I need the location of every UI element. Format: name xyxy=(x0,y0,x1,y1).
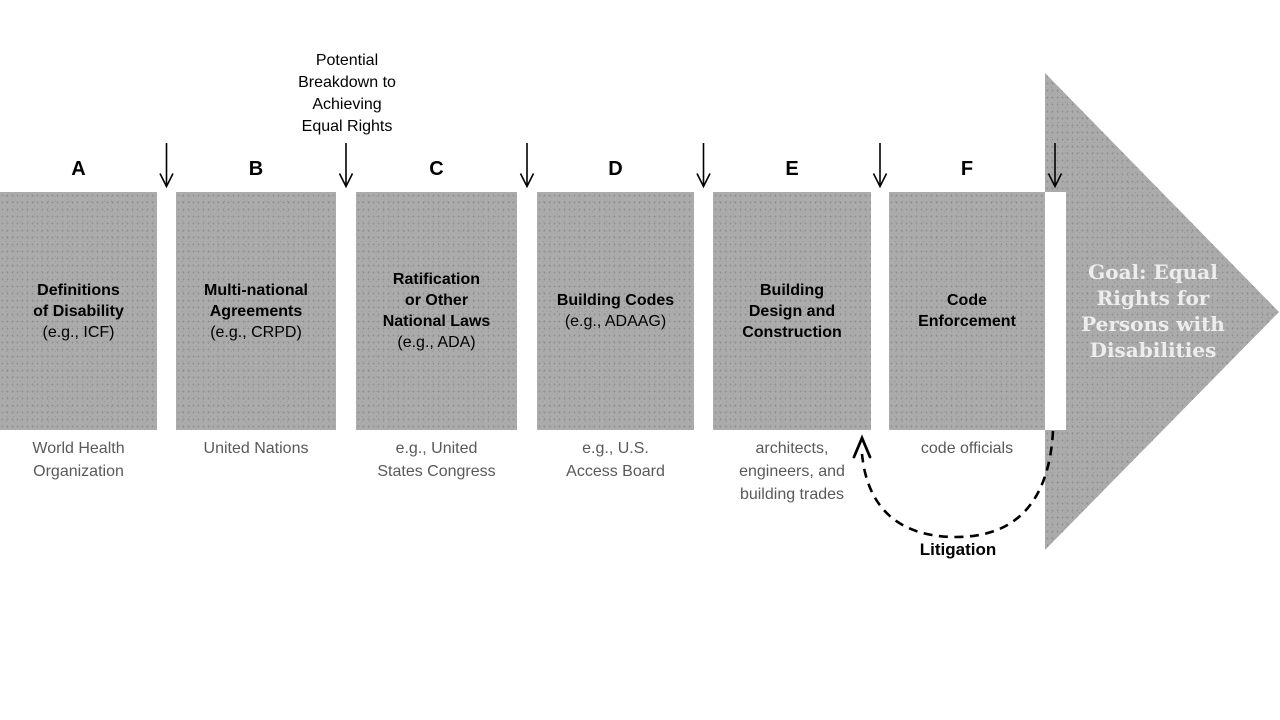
stage-letter-b: B xyxy=(248,158,264,180)
breakdown-down-arrow-icon xyxy=(338,143,354,189)
stage-letter-c: C xyxy=(429,158,444,180)
stage-box-a-title: Definitions of Disability xyxy=(33,281,124,320)
stage-box-e-title: Building Design and Construction xyxy=(742,281,842,341)
stage-actor-b: United Nations xyxy=(203,440,309,457)
stage-box-c: Ratification or Other National Laws (e.g… xyxy=(356,192,517,430)
stage-box-b-title: Multi-national Agreements xyxy=(204,281,308,320)
stage-actor-c: e.g., United States Congress xyxy=(377,440,496,480)
stage-box-d: Building Codes (e.g., ADAAG) xyxy=(537,192,694,430)
stage-box-c-title: Ratification or Other National Laws xyxy=(382,271,491,330)
stage-letter-d: D xyxy=(608,158,623,180)
goal-label: Goal: Equal Rights for Persons with Disa… xyxy=(1081,260,1225,362)
stage-box-b-example: (e.g., CRPD) xyxy=(210,323,302,341)
gap-strip xyxy=(1045,192,1066,430)
stage-actor-f: code officials xyxy=(920,440,1014,457)
stage-box-b: Multi-national Agreements (e.g., CRPD) xyxy=(176,192,336,430)
breakdown-down-arrow-icon xyxy=(159,143,174,189)
stage-box-f: Code Enforcement xyxy=(889,192,1045,430)
breakdown-annotation: Potential Breakdown to Achieving Equal R… xyxy=(298,52,396,135)
breakdown-down-arrow-icon xyxy=(519,143,535,189)
stage-box-d-example: (e.g., ADAAG) xyxy=(564,313,667,330)
stage-actor-e: architects, engineers, and building trad… xyxy=(739,440,845,503)
stage-letter-f: F xyxy=(960,158,974,180)
stage-box-a-example: (e.g., ICF) xyxy=(42,323,115,341)
breakdown-down-arrow-icon xyxy=(872,143,888,189)
stage-actor-a: World Health Organization xyxy=(32,440,125,480)
stage-letter-a: A xyxy=(71,158,86,180)
stage-letter-e: E xyxy=(785,158,799,180)
stage-box-c-example: (e.g., ADA) xyxy=(397,334,476,351)
stage-actor-d: e.g., U.S. Access Board xyxy=(566,440,665,480)
stage-box-d-title: Building Codes xyxy=(556,292,675,309)
stage-box-f-title: Code Enforcement xyxy=(918,292,1016,330)
stage-box-a: Definitions of Disability (e.g., ICF) xyxy=(0,192,157,430)
stage-box-e: Building Design and Construction xyxy=(713,192,871,430)
litigation-label: Litigation xyxy=(919,540,997,559)
breakdown-down-arrow-icon xyxy=(696,143,711,189)
